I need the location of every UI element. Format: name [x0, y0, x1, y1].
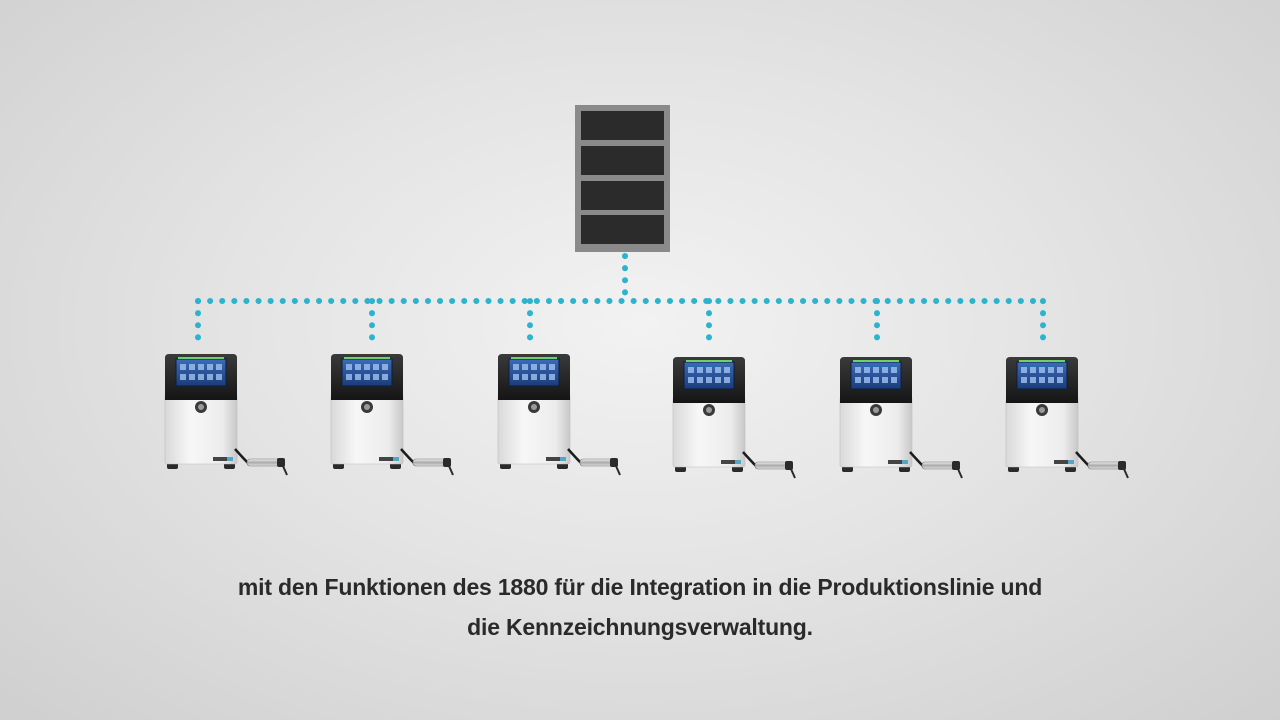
network-connections [195, 253, 1046, 350]
server-rack-icon [575, 105, 670, 252]
inkjet-printer-icon [672, 357, 796, 479]
printer-group [164, 354, 1129, 479]
inkjet-printer-icon [164, 354, 288, 476]
inkjet-printer-icon [330, 354, 454, 476]
caption-line-2: die Kennzeichnungsverwaltung. [467, 614, 813, 640]
inkjet-printer-icon [497, 354, 621, 476]
inkjet-printer-icon [1005, 357, 1129, 479]
caption-line-1: mit den Funktionen des 1880 für die Inte… [237, 574, 1043, 600]
inkjet-printer-icon [839, 357, 963, 479]
